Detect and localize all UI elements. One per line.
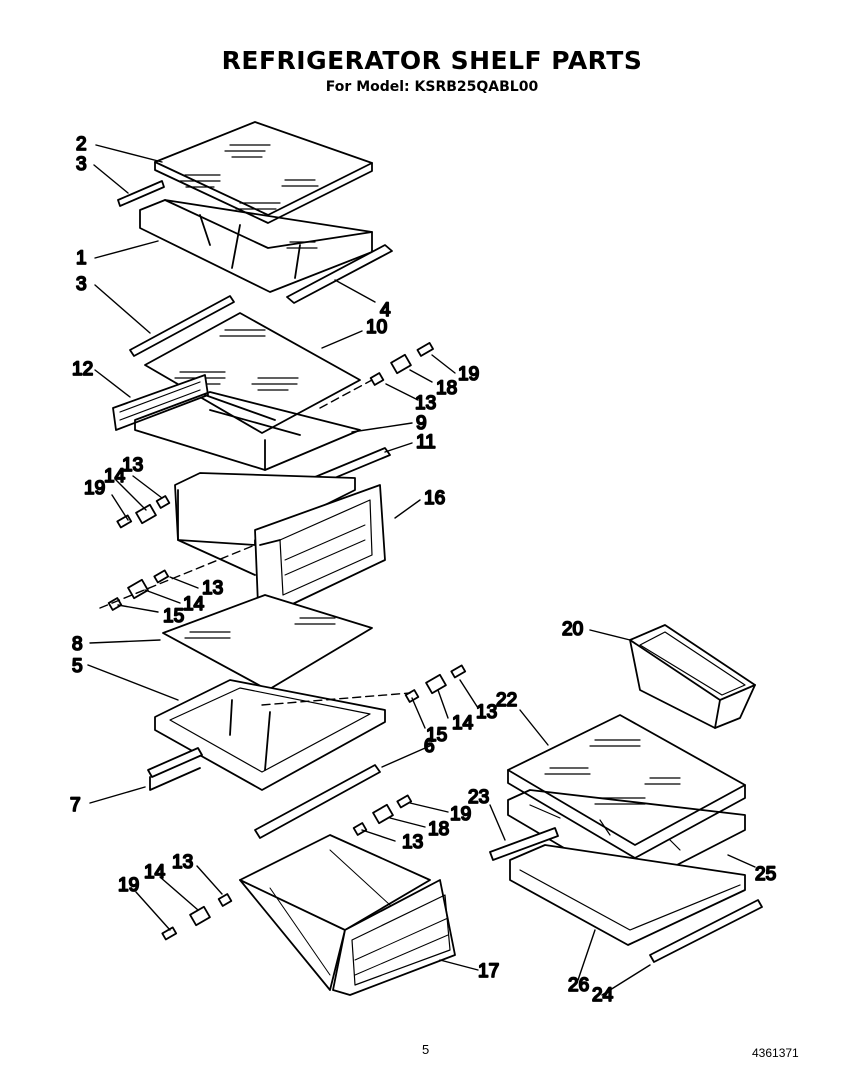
right-shelf-assembly: [489, 714, 763, 963]
lower-shelf-assembly: [147, 594, 386, 791]
callout-15-midleft: 15: [163, 606, 184, 627]
callout-13-left: 13: [122, 455, 143, 476]
callout-13-lower: 13: [402, 832, 423, 853]
callout-4: 4: [380, 300, 391, 321]
page-title: REFRIGERATOR SHELF PARTS: [221, 46, 643, 75]
glass-reflections-10: [174, 329, 299, 391]
callout-11: 11: [416, 432, 436, 453]
document-code: 4361371: [752, 1046, 799, 1060]
shelf-frame-9: [134, 391, 361, 471]
model-subtitle: For Model: KSRB25QABL00: [325, 79, 539, 95]
rail-6: [254, 764, 381, 839]
callout-14-bottomleft: 14: [144, 862, 166, 883]
assembly-dashes: [99, 379, 411, 706]
callout-3-lower: 3: [76, 274, 87, 295]
callout-22: 22: [496, 690, 517, 711]
callout-15-right: 15: [426, 725, 447, 746]
callout-18-upper: 18: [436, 378, 457, 399]
callout-25: 25: [755, 864, 776, 885]
callout-19-upper: 19: [458, 364, 479, 385]
callout-1: 1: [76, 248, 87, 269]
shelf-frame-5: [154, 679, 386, 791]
callout-18-lower: 18: [428, 819, 449, 840]
glass-reflections-2: [179, 144, 319, 249]
callout-20: 20: [562, 619, 583, 640]
glass-shelf-2: [154, 121, 373, 216]
slide-rail-12: [112, 374, 209, 431]
glass-shelf-8: [162, 594, 373, 691]
callout-14-left: 14: [104, 466, 126, 487]
middle-shelf-assembly: [112, 295, 391, 611]
callout-19-lower: 19: [450, 804, 471, 825]
shelf-frame-25: [507, 789, 746, 889]
leader-lines: [87, 144, 756, 996]
callout-3-upper: 3: [76, 154, 87, 175]
callout-13-bottomleft: 13: [172, 852, 193, 873]
glass-shelf-10: [144, 312, 361, 434]
callout-8: 8: [72, 634, 83, 655]
crisper-drawer-17: [239, 834, 456, 996]
trim-3-lower: [129, 295, 235, 357]
callout-19-left: 19: [84, 478, 105, 499]
callout-26: 26: [568, 975, 589, 996]
callout-7: 7: [70, 795, 81, 816]
door-bin-20: [629, 624, 756, 729]
callout-9: 9: [416, 413, 427, 434]
glass-reflections-22: [544, 739, 681, 805]
glass-reflections-8: [184, 617, 336, 639]
callout-10: 10: [366, 317, 387, 338]
callout-19-bottomleft: 19: [118, 875, 139, 896]
drawer-16-front: [254, 484, 386, 611]
callout-23: 23: [468, 787, 489, 808]
trim-4: [286, 244, 393, 304]
callout-24: 24: [592, 985, 614, 1006]
trim-3-upper: [117, 180, 165, 207]
callout-17: 17: [478, 961, 499, 982]
top-shelf-assembly: [117, 121, 393, 304]
callout-13-right: 13: [476, 702, 497, 723]
callout-6: 6: [424, 736, 435, 757]
callout-5: 5: [72, 656, 83, 677]
callout-12: 12: [72, 359, 93, 380]
callout-14-midleft: 14: [183, 594, 205, 615]
callout-16: 16: [424, 488, 445, 509]
rail-23: [489, 827, 559, 861]
page-number: 5: [422, 1042, 430, 1057]
callout-2: 2: [76, 134, 87, 155]
callout-13-upper: 13: [415, 393, 436, 414]
callout-14-right: 14: [452, 713, 474, 734]
rail-24: [649, 899, 763, 963]
tray-26: [509, 844, 746, 946]
glass-shelf-22: [507, 714, 746, 846]
rail-7: [147, 747, 203, 778]
callout-labels: 2 3 1 3 4 10 12 19 18 13 9 11 19 14 13 1…: [69, 133, 777, 1007]
callout-13-midleft: 13: [202, 578, 223, 599]
